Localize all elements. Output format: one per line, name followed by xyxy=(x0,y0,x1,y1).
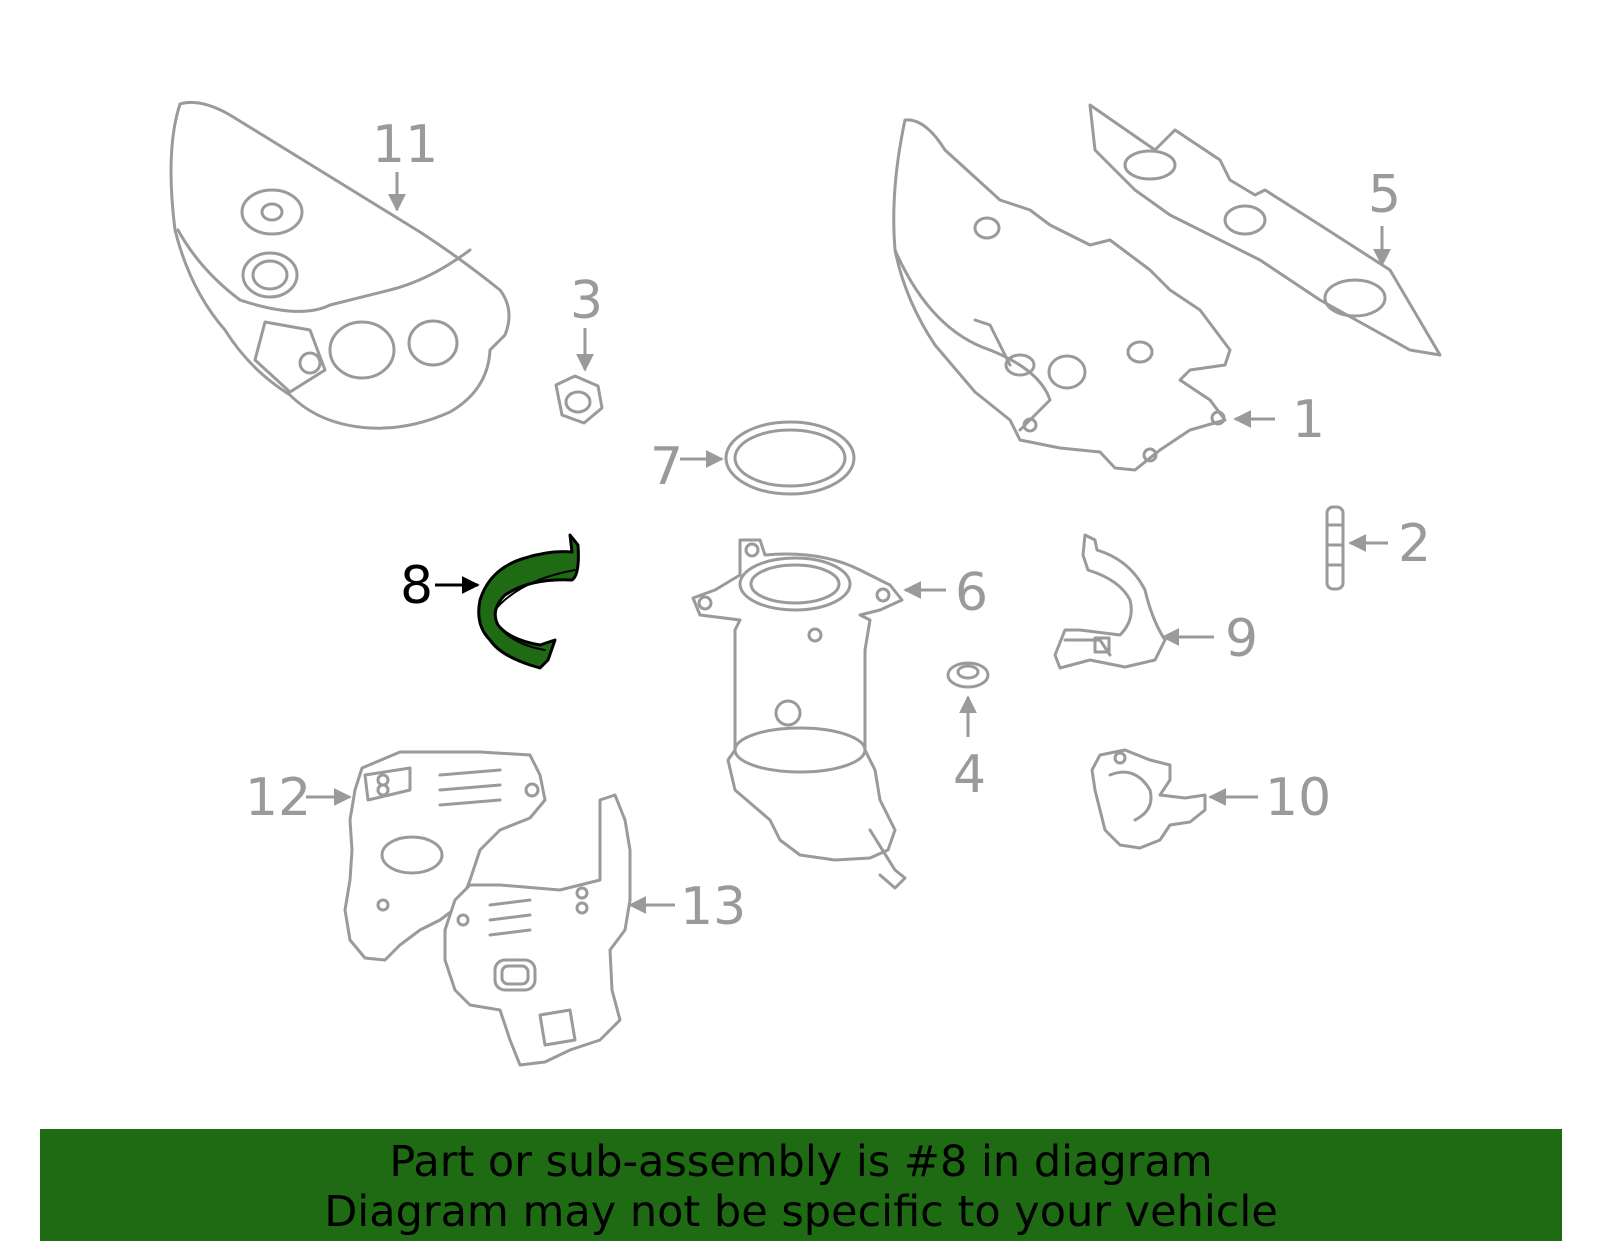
part-12-lower-heat-shield[interactable] xyxy=(343,750,547,962)
banner-line-disclaimer: Diagram may not be specific to your vehi… xyxy=(324,1187,1278,1237)
callout-1: 1 xyxy=(1292,390,1325,450)
part-3-nut[interactable] xyxy=(554,374,604,425)
callout-2: 2 xyxy=(1398,514,1431,574)
info-banner: Part or sub-assembly is #8 in diagram Di… xyxy=(40,1129,1562,1241)
part-7-gasket-ring[interactable] xyxy=(724,420,856,496)
part-6-catalytic-converter[interactable] xyxy=(691,538,907,890)
callout-8: 8 xyxy=(400,556,433,616)
callout-6: 6 xyxy=(955,563,988,623)
part-8-bracket-highlighted[interactable] xyxy=(477,533,580,670)
callout-9: 9 xyxy=(1225,609,1258,669)
callout-13: 13 xyxy=(680,877,746,937)
part-4-grommet[interactable] xyxy=(946,661,990,689)
part-1-exhaust-manifold[interactable] xyxy=(892,118,1232,472)
part-10-small-heat-shield[interactable] xyxy=(1090,748,1207,850)
callout-5: 5 xyxy=(1368,165,1401,225)
part-2-stud[interactable] xyxy=(1325,505,1345,591)
part-9-bracket[interactable] xyxy=(1053,533,1167,670)
part-5-gasket[interactable] xyxy=(1088,103,1442,357)
callout-4: 4 xyxy=(953,745,986,805)
callout-10: 10 xyxy=(1265,768,1331,828)
callout-7: 7 xyxy=(650,437,683,497)
callout-3: 3 xyxy=(570,271,603,331)
callout-11: 11 xyxy=(372,115,438,175)
callout-12: 12 xyxy=(245,768,311,828)
banner-line-part: Part or sub-assembly is #8 in diagram xyxy=(389,1137,1213,1187)
part-11-heat-shield[interactable] xyxy=(169,100,511,430)
